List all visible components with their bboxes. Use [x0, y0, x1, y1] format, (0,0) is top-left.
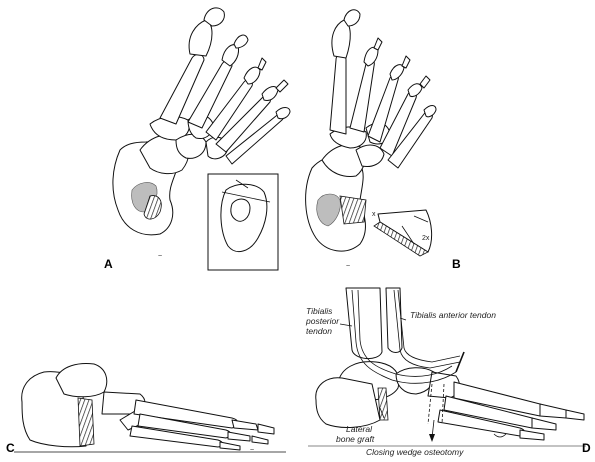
- label-tibialis-anterior-tendon: Tibialis anterior tendon: [410, 310, 496, 320]
- svg-text:~: ~: [158, 253, 162, 260]
- svg-text:~: ~: [346, 263, 350, 270]
- label-lateral-bone-graft-line1: Lateral: [346, 424, 373, 434]
- wedge-mark-x: x: [372, 211, 376, 218]
- panel-letter-a: A: [104, 257, 113, 271]
- svg-text:~: ~: [250, 447, 254, 454]
- label-tibialis-posterior-line1: Tibialis: [306, 306, 333, 316]
- panel-b-bone-wedge: x 2x: [372, 209, 433, 257]
- panel-letter-b: B: [452, 257, 461, 271]
- wedge-mark-2x: 2x: [422, 235, 430, 242]
- label-closing-wedge-osteotomy: Closing wedge osteotomy: [366, 447, 464, 457]
- panel-d-foot-medial: [315, 287, 585, 442]
- label-lateral-bone-graft-line2: bone graft: [336, 434, 375, 444]
- panel-letter-c: C: [6, 441, 15, 455]
- label-tibialis-posterior-line2: posterior: [305, 316, 340, 326]
- panel-b-foot-dorsal: ~: [305, 9, 437, 270]
- panel-c-foot-lateral: ~: [21, 363, 275, 454]
- panel-a-inset: [207, 173, 279, 271]
- label-tibialis-posterior-line3: tendon: [306, 326, 332, 336]
- panel-letter-d: D: [582, 441, 591, 455]
- panel-a-foot-dorsal: ~: [112, 7, 291, 260]
